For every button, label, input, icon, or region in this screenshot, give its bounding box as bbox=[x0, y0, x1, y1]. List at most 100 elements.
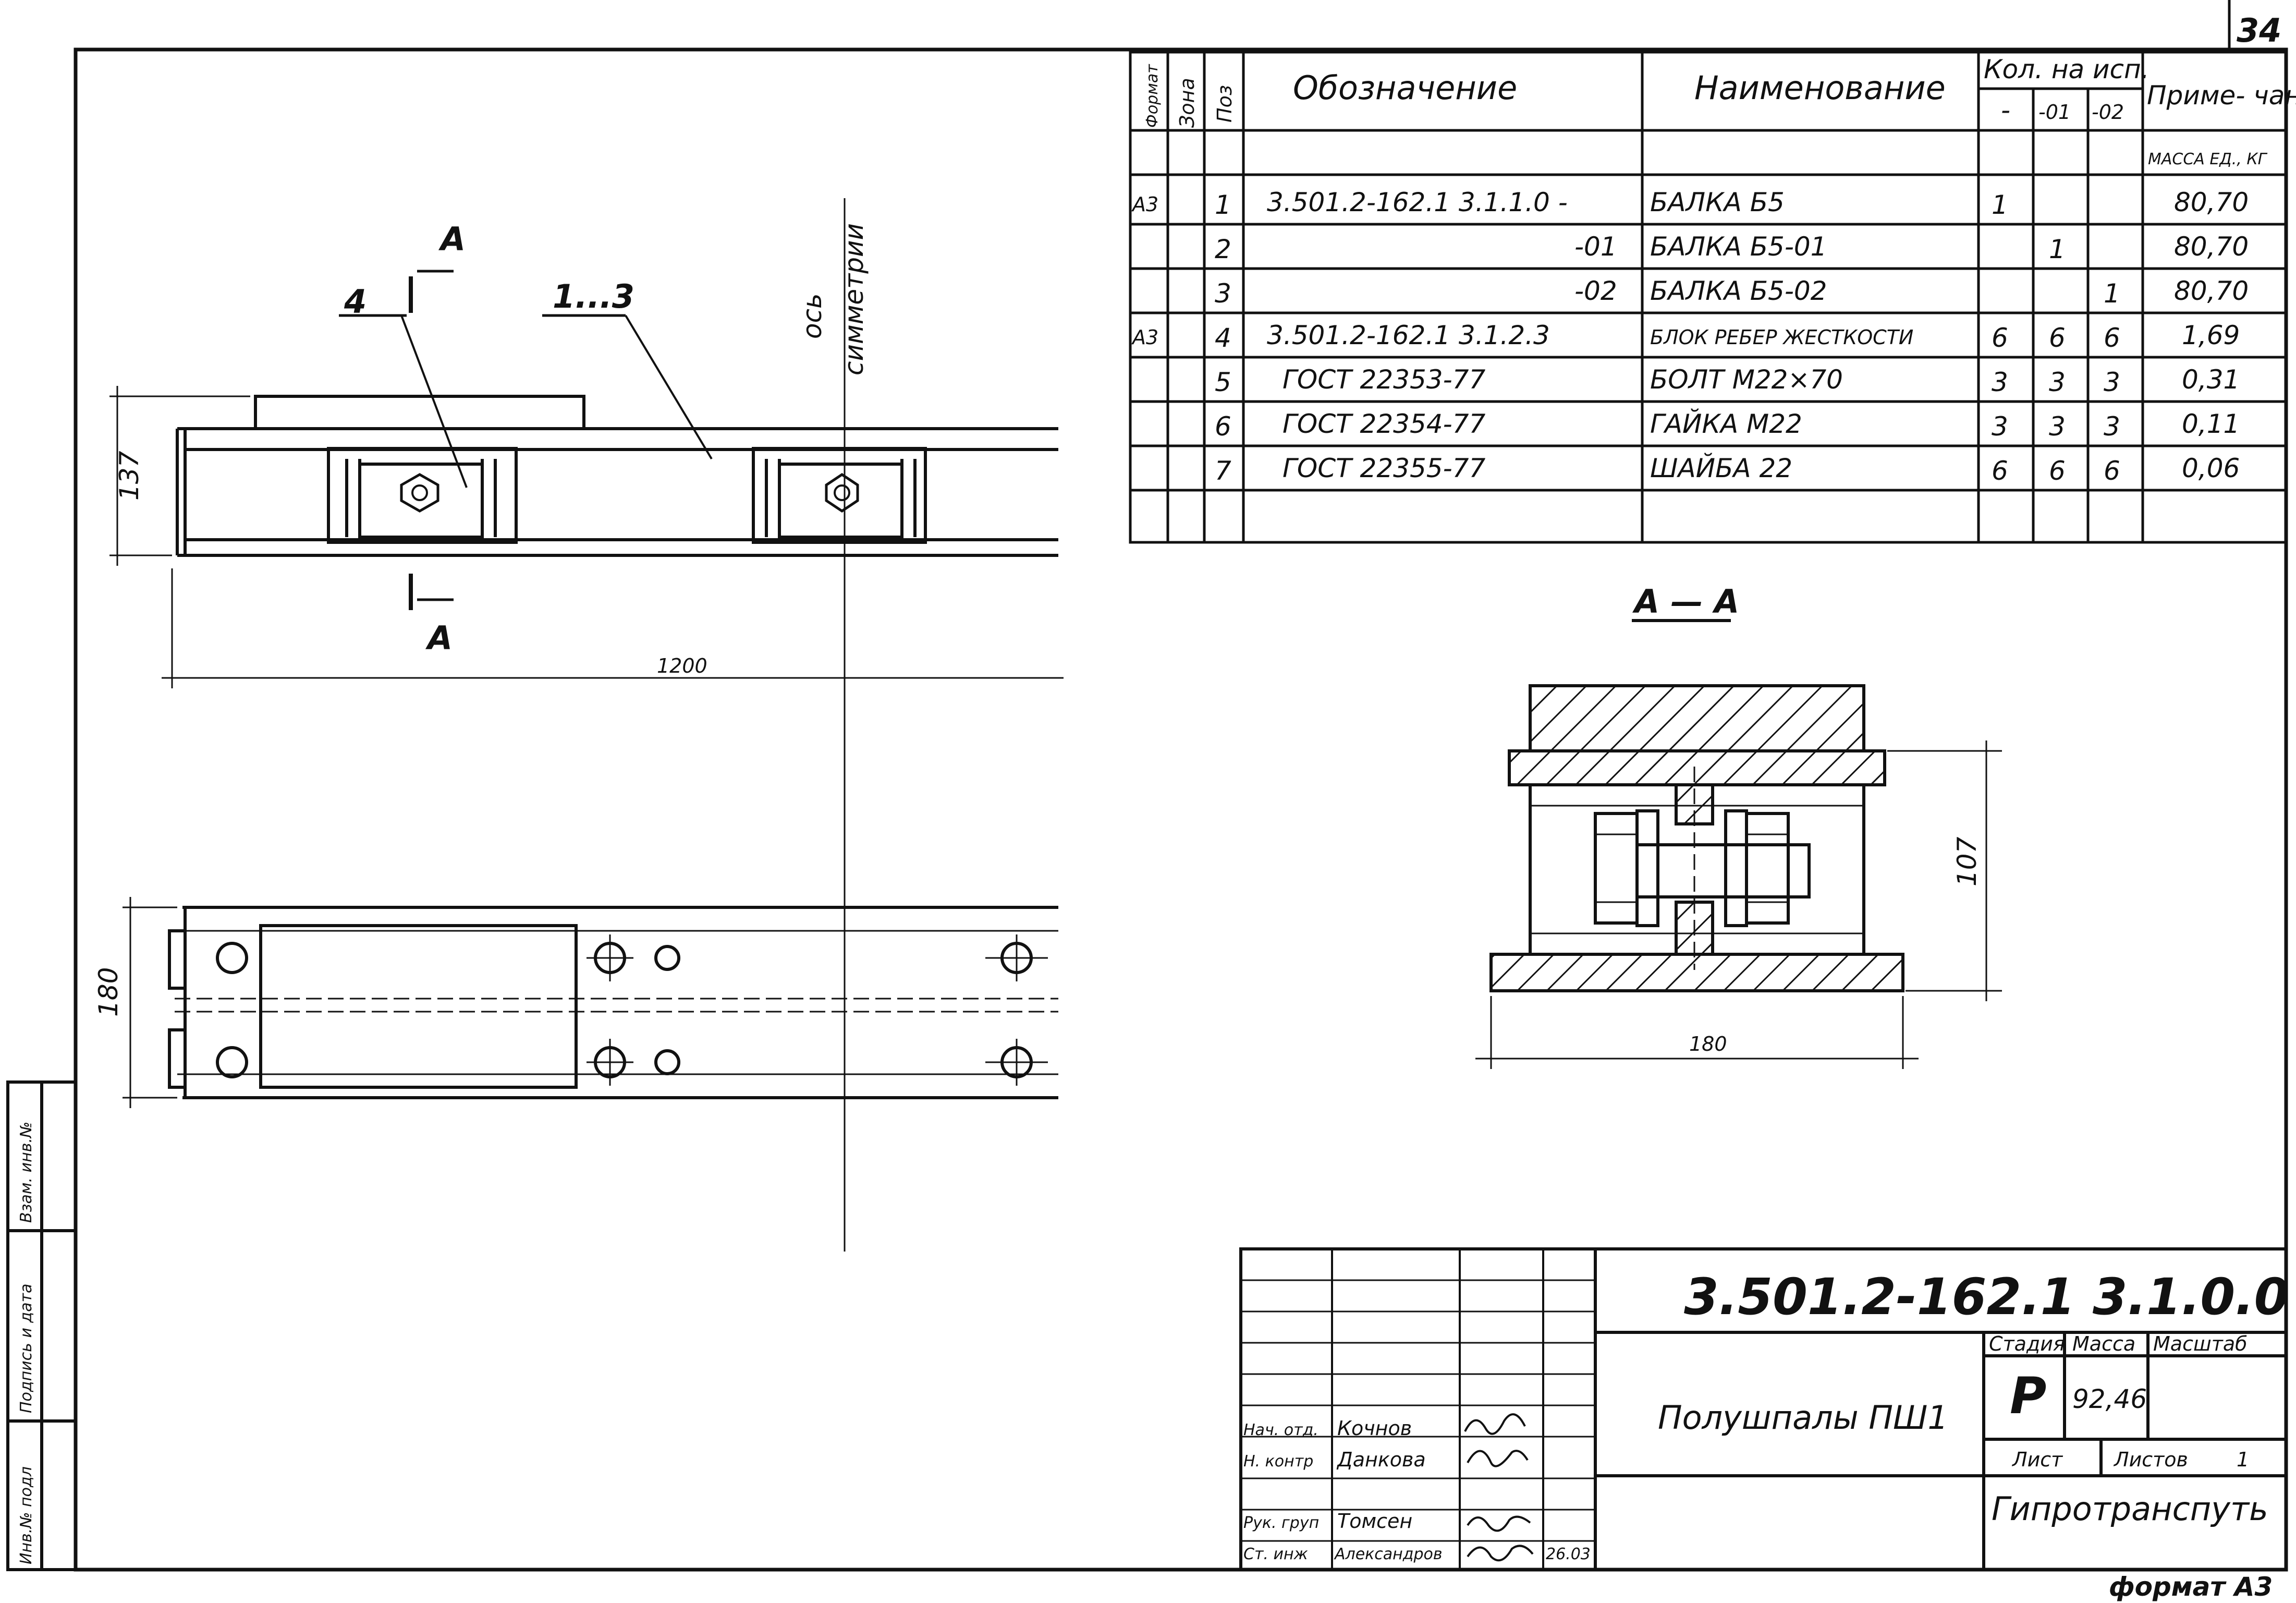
person-date: 26.03 bbox=[1546, 1545, 1591, 1563]
person-name: Данкова bbox=[1336, 1448, 1426, 1471]
row-name: БАЛКА Б5 bbox=[1650, 187, 1785, 217]
row-q2: 3 bbox=[2104, 411, 2120, 442]
row-pos: 3 bbox=[1215, 278, 1231, 309]
row-pos: 6 bbox=[1215, 411, 1231, 442]
row-designation: ГОСТ 22354-77 bbox=[1283, 409, 1485, 439]
row-pos: 5 bbox=[1215, 367, 1231, 397]
table-row: 6 ГОСТ 22354-77 ГАЙКА М22 3 3 3 0,11 bbox=[1215, 408, 2240, 442]
stage-label: Стадия bbox=[1989, 1332, 2065, 1355]
row-note: 0,11 bbox=[2182, 409, 2240, 439]
title-block bbox=[1239, 1247, 2288, 1571]
front-view bbox=[176, 395, 1058, 557]
header-zone: Зона bbox=[1176, 78, 1199, 128]
sheets-label: Листов bbox=[2113, 1448, 2188, 1471]
person-name: Кочнов bbox=[1337, 1417, 1412, 1440]
side-stamp-cell-0: Инв.№ подл bbox=[17, 1466, 35, 1564]
row-pos: 1 bbox=[1215, 190, 1231, 220]
plan-centerlines bbox=[587, 934, 1048, 1086]
header-qty-col-1: -01 bbox=[2038, 101, 2071, 124]
dim-180-section bbox=[1475, 996, 1919, 1069]
sheet-number: 34 bbox=[2237, 11, 2281, 50]
row-q0: 3 bbox=[1992, 367, 2008, 397]
doc-code: 3.501.2-162.1 3.1.0.0 bbox=[1684, 1268, 2289, 1326]
row-format: А3 bbox=[1131, 193, 1158, 216]
header-qty-col-2: -02 bbox=[2092, 101, 2124, 124]
header-format: Формат bbox=[1143, 64, 1162, 128]
dim-180-plan bbox=[123, 897, 177, 1108]
section-title: А — А bbox=[1632, 582, 1739, 621]
header-designation: Обозначение bbox=[1293, 69, 1517, 107]
row-designation: ГОСТ 22353-77 bbox=[1283, 365, 1485, 395]
row-note: 80,70 bbox=[2174, 232, 2249, 262]
row-q1: 3 bbox=[2049, 367, 2066, 397]
dim-137 bbox=[109, 386, 250, 566]
header-qty-col-0: - bbox=[2001, 95, 2010, 125]
person-role: Рук. груп bbox=[1243, 1514, 1319, 1532]
row-q0: 3 bbox=[1992, 411, 2008, 442]
mass-label: Масса bbox=[2072, 1332, 2135, 1355]
row-name: БЛОК РЕБЕР ЖЕСТКОСТИ bbox=[1650, 326, 1913, 349]
row-pos: 7 bbox=[1215, 456, 1231, 486]
leader-line-4-diag bbox=[400, 315, 468, 488]
organization: Гипротранспуть bbox=[1992, 1490, 2268, 1528]
stage-value: Р bbox=[2010, 1367, 2046, 1425]
person-role: Н. контр bbox=[1243, 1452, 1313, 1471]
header-note-sub: МАССА ЕД., КГ bbox=[2148, 150, 2268, 168]
row-note: 0,31 bbox=[2182, 365, 2240, 395]
row-q2: 1 bbox=[2104, 278, 2120, 309]
leader-label-1-3: 1...3 bbox=[553, 277, 634, 315]
people-list: Нач. отд. Кочнов Н. контр Данкова Рук. г… bbox=[1243, 1417, 1591, 1563]
dim-107 bbox=[1887, 740, 2002, 1001]
section-a-a bbox=[1489, 684, 1904, 992]
row-name: БОЛТ М22×70 bbox=[1650, 365, 1843, 395]
row-designation: ГОСТ 22355-77 bbox=[1283, 453, 1485, 483]
row-note: 80,70 bbox=[2174, 276, 2249, 306]
header-qty: Кол. на исп. bbox=[1984, 54, 2150, 84]
row-q1: 6 bbox=[2049, 323, 2066, 353]
row-pos: 4 bbox=[1215, 323, 1231, 353]
person-role: Нач. отд. bbox=[1243, 1421, 1318, 1439]
dim-1200 bbox=[162, 568, 1064, 688]
format-label: формат А3 bbox=[2109, 1572, 2273, 1602]
row-name: БАЛКА Б5-02 bbox=[1650, 276, 1827, 306]
header-name: Наименование bbox=[1694, 69, 1946, 107]
table-row: А3 1 3.501.2-162.1 3.1.1.0 - БАЛКА Б5 1 … bbox=[1131, 187, 2249, 220]
table-row: 5 ГОСТ 22353-77 БОЛТ М22×70 3 3 3 0,31 bbox=[1215, 365, 2240, 397]
dim-1200-label: 1200 bbox=[657, 654, 707, 677]
scale-label: Масштаб bbox=[2153, 1332, 2248, 1355]
header-pos: Поз bbox=[1213, 85, 1236, 123]
side-stamp-cell-1: Подпись и дата bbox=[17, 1284, 35, 1414]
row-q2: 6 bbox=[2104, 456, 2120, 486]
row-q1: 1 bbox=[2049, 234, 2066, 264]
dim-137-label: 137 bbox=[114, 451, 144, 501]
table-row: 7 ГОСТ 22355-77 ШАЙБА 22 6 6 6 0,06 bbox=[1215, 453, 2240, 486]
person-row: Рук. груп Томсен bbox=[1243, 1510, 1412, 1533]
side-stamp bbox=[6, 1080, 77, 1571]
row-designation: 3.501.2-162.1 3.1.1.0 - bbox=[1267, 187, 1568, 217]
dim-180-section-label: 180 bbox=[1689, 1033, 1727, 1055]
row-designation: -02 bbox=[1574, 276, 1617, 306]
person-role: Ст. инж bbox=[1243, 1545, 1308, 1563]
spec-rows: А3 1 3.501.2-162.1 3.1.1.0 - БАЛКА Б5 1 … bbox=[1131, 187, 2249, 486]
sheet-label: Лист bbox=[2011, 1448, 2063, 1471]
person-row: Ст. инж Александров 26.03 bbox=[1243, 1545, 1591, 1563]
row-name: ШАЙБА 22 bbox=[1650, 453, 1792, 483]
doc-title: Полушпалы ПШ1 bbox=[1658, 1399, 1948, 1437]
axis-label-2: симметрии bbox=[839, 223, 869, 375]
row-q0: 6 bbox=[1992, 456, 2008, 486]
row-name: БАЛКА Б5-01 bbox=[1650, 232, 1827, 262]
row-format: А3 bbox=[1131, 326, 1158, 349]
section-mark-bottom: А bbox=[425, 619, 453, 657]
row-note: 1,69 bbox=[2182, 320, 2240, 350]
table-row: А3 4 3.501.2-162.1 3.1.2.3 БЛОК РЕБЕР ЖЕ… bbox=[1131, 320, 2240, 353]
row-q0: 6 bbox=[1992, 323, 2008, 353]
row-designation: -01 bbox=[1574, 232, 1617, 262]
row-pos: 2 bbox=[1215, 234, 1231, 264]
row-note: 0,06 bbox=[2182, 453, 2240, 483]
spec-table bbox=[1129, 51, 2288, 544]
leader-line-1-3-diag bbox=[625, 314, 713, 460]
person-name: Александров bbox=[1334, 1545, 1443, 1563]
signatures bbox=[1464, 1413, 1534, 1562]
section-mark-top: А bbox=[438, 220, 466, 258]
